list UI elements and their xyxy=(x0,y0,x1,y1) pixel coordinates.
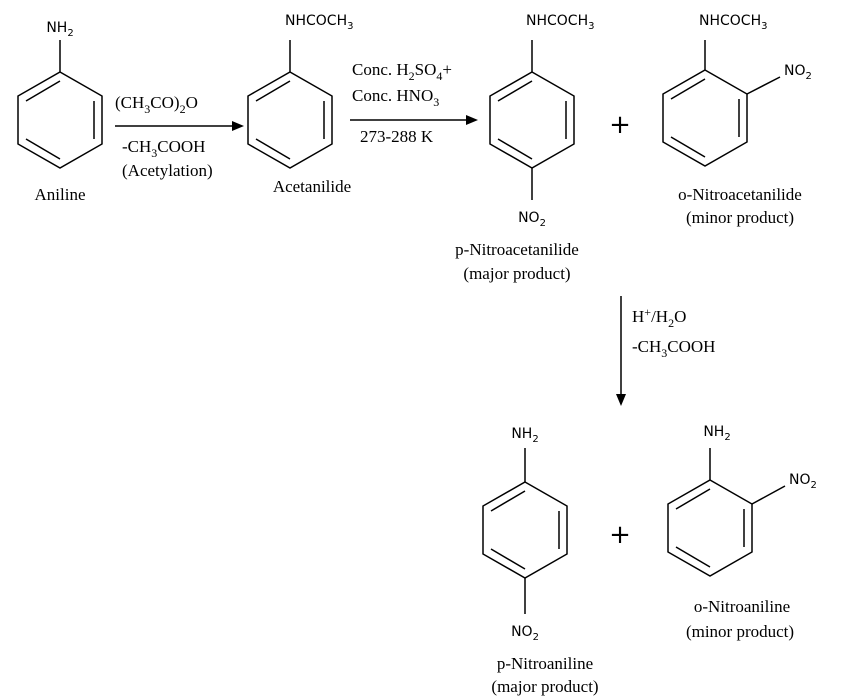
p-nitroacetanilide-ring xyxy=(489,71,575,169)
hydrolysis-reagent: H+/H2O xyxy=(632,305,686,330)
o-nitroacetanilide-c-no2-bond xyxy=(746,76,781,95)
acetylation-reagent: (CH3CO)2O xyxy=(115,93,198,116)
hydrolysis-byproduct: -CH3COOH xyxy=(632,337,715,360)
o-nitroaniline-note: (minor product) xyxy=(686,622,794,641)
p-nitroaniline-note: (major product) xyxy=(491,677,598,696)
acetylation-byproduct: -CH3COOH xyxy=(122,137,205,160)
acetanilide-ring xyxy=(247,71,333,169)
acetanilide-acetamido-group: NHCOCH3 xyxy=(285,13,353,32)
o-nitroacetanilide-ring xyxy=(662,69,748,167)
p-nitroaniline-structure: NH2 NO2 p-Nitroaniline (major product) xyxy=(482,426,599,696)
nitration-nitric-reagent: Conc. HNO3 xyxy=(352,86,439,109)
p-nitroacetanilide-nitro-group: NO2 xyxy=(518,210,546,229)
p-nitroaniline-nitro-group: NO2 xyxy=(511,624,539,643)
o-nitroacetanilide-note: (minor product) xyxy=(686,208,794,227)
nitration-step: Conc. H2SO4+ Conc. HNO3 273-288 K xyxy=(350,60,478,146)
p-nitroacetanilide-name: p-Nitroacetanilide xyxy=(455,240,579,259)
aniline-structure: NH2 Aniline xyxy=(17,20,103,204)
o-nitroaniline-amino-group: NH2 xyxy=(703,424,730,443)
o-nitroacetanilide-name: o-Nitroacetanilide xyxy=(678,185,802,204)
acetanilide-structure: NHCOCH3 Acetanilide xyxy=(247,13,353,196)
p-nitroaniline-amino-group: NH2 xyxy=(511,426,538,445)
plus-sign-nitration: + xyxy=(609,110,631,140)
o-nitroacetanilide-acetamido-group: NHCOCH3 xyxy=(699,13,767,32)
p-nitroacetanilide-structure: NHCOCH3 NO2 p-Nitroacetanilide (major pr… xyxy=(455,13,594,283)
hydrolysis-arrowhead xyxy=(616,394,626,406)
o-nitroaniline-ring xyxy=(667,479,753,577)
o-nitroacetanilide-structure: NHCOCH3 NO2 o-Nitroacetanilide (minor pr… xyxy=(662,13,812,227)
acetylation-label: (Acetylation) xyxy=(122,161,213,180)
aniline-ring xyxy=(17,71,103,169)
p-nitroaniline-ring xyxy=(482,481,568,579)
o-nitroaniline-c-no2-bond xyxy=(751,485,786,505)
aniline-amino-group: NH2 xyxy=(46,20,73,39)
plus-sign-hydrolysis: + xyxy=(609,520,631,550)
aniline-name: Aniline xyxy=(35,185,86,204)
o-nitroacetanilide-nitro-group: NO2 xyxy=(784,63,812,82)
acetanilide-name: Acetanilide xyxy=(273,177,351,196)
p-nitroaniline-name: p-Nitroaniline xyxy=(497,654,593,673)
p-nitroacetanilide-acetamido-group: NHCOCH3 xyxy=(526,13,594,32)
nitration-temperature: 273-288 K xyxy=(360,127,434,146)
p-nitroacetanilide-note: (major product) xyxy=(463,264,570,283)
nitration-arrowhead xyxy=(466,115,478,125)
o-nitroaniline-nitro-group: NO2 xyxy=(789,472,817,491)
nitration-acid-reagent: Conc. H2SO4+ xyxy=(352,60,452,83)
acetylation-step: (CH3CO)2O -CH3COOH (Acetylation) xyxy=(115,93,244,180)
hydrolysis-step: H+/H2O -CH3COOH xyxy=(616,296,715,406)
acetylation-arrowhead xyxy=(232,121,244,131)
o-nitroaniline-structure: NH2 NO2 o-Nitroaniline (minor product) xyxy=(667,424,817,641)
o-nitroaniline-name: o-Nitroaniline xyxy=(694,597,790,616)
